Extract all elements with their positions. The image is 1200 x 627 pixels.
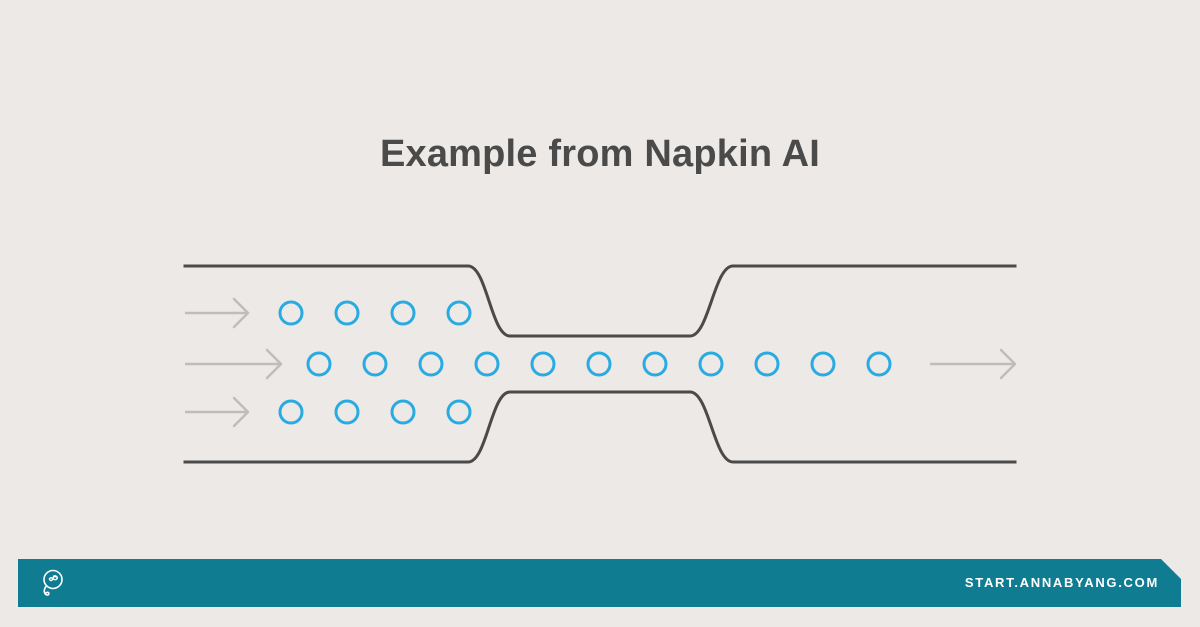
flow-particle [390, 399, 416, 425]
flow-particle [362, 351, 388, 377]
flow-particle [474, 351, 500, 377]
particle-row-top [278, 300, 472, 326]
particle-row-middle [306, 351, 892, 377]
flow-particle [278, 300, 304, 326]
outlet-arrow [930, 348, 1017, 380]
inlet-arrow-top [185, 297, 250, 329]
flow-particle [390, 300, 416, 326]
diagram-container [0, 230, 1200, 510]
flow-particle [754, 351, 780, 377]
footer-bar: START.ANNABYANG.COM [18, 559, 1181, 607]
flow-particle [306, 351, 332, 377]
flow-particle [278, 399, 304, 425]
flow-particle [530, 351, 556, 377]
annabyang-logo-icon [34, 566, 68, 600]
inlet-arrow-middle [185, 348, 283, 380]
flow-particle [334, 399, 360, 425]
inlet-arrow-bottom [185, 396, 250, 428]
flow-particle [446, 300, 472, 326]
pipe-wall-bottom [183, 390, 1017, 464]
particle-row-bottom [278, 399, 472, 425]
flow-particle [810, 351, 836, 377]
flow-particle [642, 351, 668, 377]
flow-particle [334, 300, 360, 326]
flow-particle [586, 351, 612, 377]
page-title: Example from Napkin AI [379, 133, 821, 175]
flow-particle [698, 351, 724, 377]
inlet-flow-arrows [185, 297, 283, 428]
flow-particle [866, 351, 892, 377]
outlet-flow-arrow [930, 348, 1017, 380]
flow-particle [446, 399, 472, 425]
venturi-pipe-flow-diagram [183, 264, 1017, 464]
footer-url-text: START.ANNABYANG.COM [964, 575, 1159, 590]
flow-particle [418, 351, 444, 377]
pipe-wall-top [183, 264, 1017, 338]
